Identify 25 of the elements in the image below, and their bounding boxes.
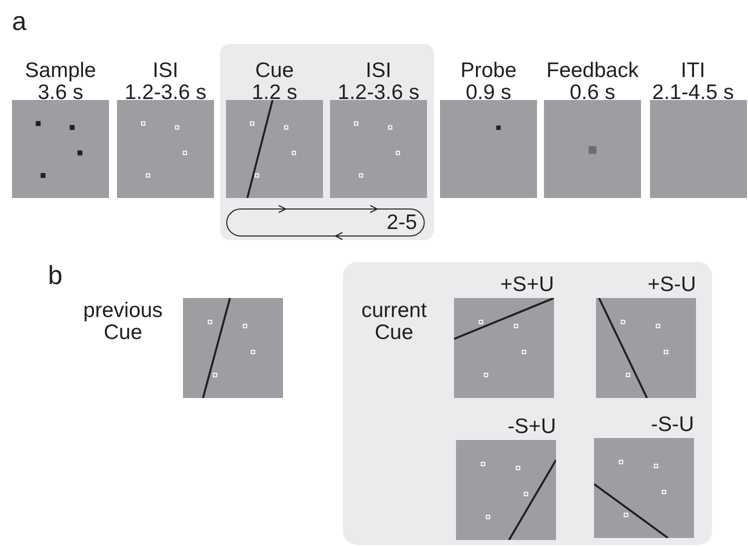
condition-label: +S+U xyxy=(499,274,554,296)
trial-phase-panel xyxy=(220,44,434,240)
phase-label: ISI xyxy=(152,60,180,82)
phase-label: Cue xyxy=(254,60,295,82)
phase-label: ITI xyxy=(680,60,706,82)
condition-label: +S-U xyxy=(646,274,696,296)
condition-label: -S+U xyxy=(506,416,556,438)
panel-letter: b xyxy=(48,260,62,290)
condition-panel xyxy=(343,262,712,545)
duration-label: 2.1-4.5 s xyxy=(651,82,735,104)
duration-label: 0.9 s xyxy=(464,82,512,104)
cue-label: previous Cue xyxy=(82,300,164,344)
phase-label: ISI xyxy=(364,60,392,82)
panel-letter: a xyxy=(12,6,26,36)
phase-label: Sample xyxy=(24,60,98,82)
panel-heading: current Cue xyxy=(360,300,428,344)
duration-label: 1.2 s xyxy=(250,82,298,104)
condition-label: -S-U xyxy=(650,414,694,436)
duration-label: 1.2-3.6 s xyxy=(336,82,420,104)
repeat-count: 2-5 xyxy=(386,212,417,234)
phase-label: Feedback xyxy=(545,60,640,82)
phase-label: Probe xyxy=(459,60,518,82)
duration-label: 1.2-3.6 s xyxy=(124,82,208,104)
duration-label: 3.6 s xyxy=(38,82,84,104)
duration-label: 0.6 s xyxy=(568,82,616,104)
